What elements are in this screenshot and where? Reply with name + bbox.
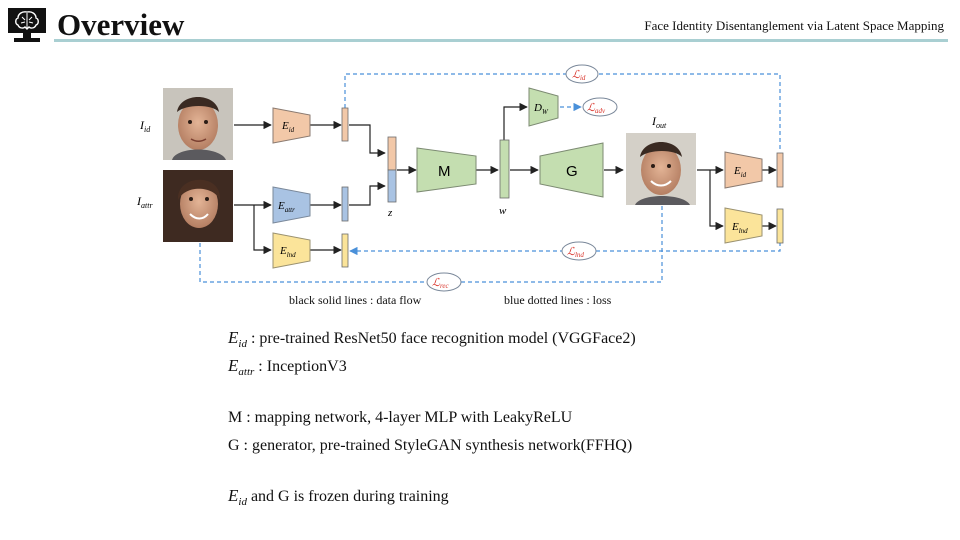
svg-text:Eid: Eid [281,120,295,134]
discriminator: DW [528,87,559,127]
output-label: Iout [651,114,667,130]
svg-text:Elnd: Elnd [731,221,748,235]
loss-rec-line-right [461,206,663,283]
loss-rec-line-left [199,243,428,283]
w-label: w [499,205,507,217]
input-attr-face-image [163,170,233,242]
svg-text:ℒadv: ℒadv [587,102,606,115]
flow-attr-feature-to-z [349,181,386,206]
description-text: : pre-trained ResNet50 face recognition … [246,330,636,347]
description-symbol: E [228,356,239,375]
encoder-attr: Eattr [272,186,311,224]
input-id-label: Iid [139,118,151,134]
description-symbol: E [228,486,239,505]
description-subscript: id [238,496,247,508]
svg-text:M: M [438,163,451,180]
flow-attr-to-elnd [253,205,272,255]
description-text: G : generator, pre-trained StyleGAN synt… [228,437,633,454]
loss-rec: ℒrec [426,272,462,292]
lnd-output-feature-vector [776,208,784,244]
svg-text:DW: DW [533,102,549,116]
input-attr-label: Iattr [136,194,153,210]
loss-adv: ℒadv [582,97,618,117]
svg-text:ℒlnd: ℒlnd [567,246,584,259]
description-subscript: attr [238,366,255,378]
attr-feature-vector [341,186,349,222]
flow-out-to-elnd [709,170,724,231]
description-symbol: E [228,328,239,347]
loss-lnd-line-right [596,243,781,252]
monitor-brain-logo-icon [8,8,46,42]
encoder-lnd: Elnd [272,232,311,269]
flow-id-feature-to-z [349,124,386,158]
svg-text:Elnd: Elnd [279,245,296,259]
svg-text:G: G [566,163,578,180]
svg-text:Eattr: Eattr [277,200,295,214]
description-generator: G : generator, pre-trained StyleGAN synt… [228,435,632,457]
description-mapping: M : mapping network, 4-layer MLP with Le… [228,407,572,429]
mapping-network: M [416,147,477,193]
description-text: M : mapping network, 4-layer MLP with Le… [228,409,573,426]
header-subtitle: Face Identity Disentanglement via Latent… [644,18,944,33]
svg-text:ℒid: ℒid [572,69,586,82]
lnd-feature-vector [341,233,349,268]
encoder-id: Eid [272,107,311,144]
loss-id-line-right [599,73,781,150]
z-vector [387,136,397,203]
id-feature-vector [341,107,349,142]
description-subscript: id [238,338,247,350]
caption-data-flow: black solid lines : data flow [289,293,422,307]
description-text: : InceptionV3 [254,358,347,375]
loss-id: ℒid [565,64,599,84]
flow-w-to-dw [503,102,528,140]
z-label: z [387,207,393,219]
generator: G [539,142,604,198]
svg-text:ℒrec: ℒrec [432,277,450,290]
encoder-lnd-output: Elnd [724,207,763,244]
loss-lnd: ℒlnd [561,241,597,261]
page-title: Overview [57,7,185,42]
id-output-feature-vector [776,152,784,188]
encoder-id-output: Eid [724,151,763,189]
description-text: and G is frozen during training [246,488,449,505]
svg-text:Eid: Eid [733,165,747,179]
description-eattr: Eattr : InceptionV3 [228,355,347,383]
caption-loss: blue dotted lines : loss [504,293,612,307]
title-rule [54,39,948,42]
description-eid: Eid : pre-trained ResNet50 face recognit… [228,327,636,355]
input-id-face-image [163,88,233,160]
description-frozen: Eid and G is frozen during training [228,485,449,513]
w-vector [499,139,510,199]
output-face-image [626,133,696,205]
